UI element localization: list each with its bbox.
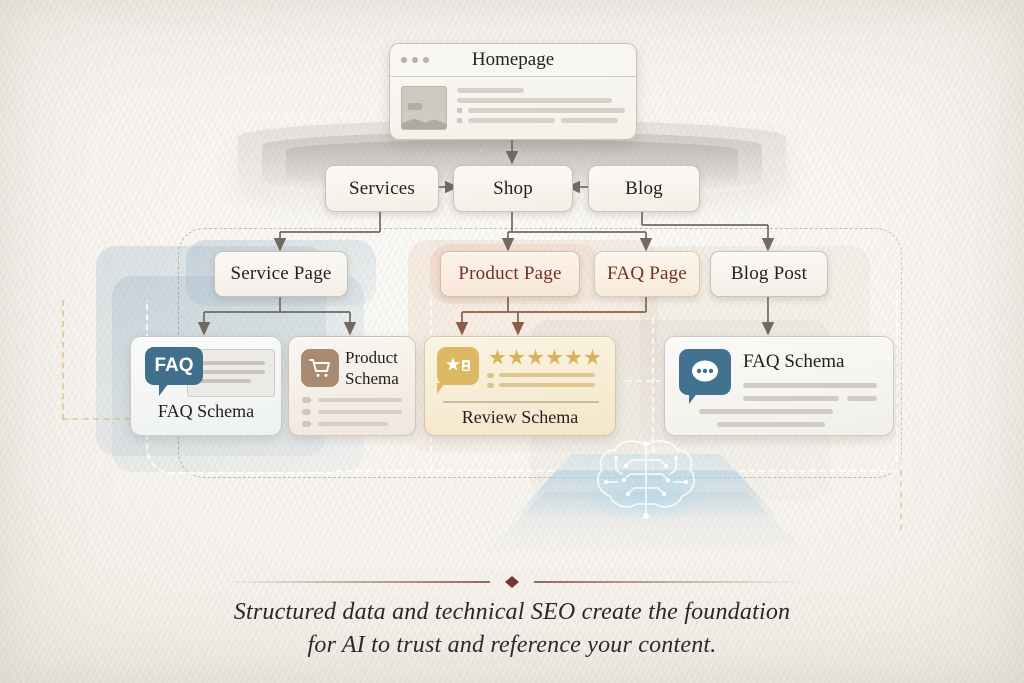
- node-product-page[interactable]: Product Page: [440, 251, 580, 297]
- card-product-schema-label: Product Schema: [345, 347, 399, 389]
- star-icon: [584, 349, 601, 365]
- star-rating: [489, 349, 601, 366]
- node-services[interactable]: Services: [325, 165, 439, 212]
- chat-bubble-tail-icon: [689, 392, 707, 404]
- card-product-schema[interactable]: Product Schema: [288, 336, 416, 436]
- platform-slab-middle: [515, 470, 777, 516]
- skeleton-bullet: [302, 421, 311, 427]
- review-bubble-tail-icon: [437, 383, 453, 394]
- skeleton-line: [193, 361, 265, 365]
- dashed-flow-bottom: [336, 470, 896, 474]
- star-icon: [565, 349, 582, 365]
- dashed-flow-mid-right: [652, 318, 656, 472]
- star-icon: [508, 349, 525, 365]
- skeleton-line: [193, 379, 251, 383]
- card-review-schema-label: Review Schema: [461, 407, 579, 427]
- card-faq-schema-left[interactable]: FAQ FAQ Schema: [130, 336, 282, 436]
- node-shop-label: Shop: [493, 177, 533, 199]
- platform-glow: [551, 454, 741, 534]
- faq-badge-text: FAQ: [154, 355, 194, 376]
- skeleton-line: [743, 396, 839, 401]
- node-product-page-label: Product Page: [458, 263, 562, 284]
- skeleton-line: [318, 422, 388, 426]
- node-blog-post-label: Blog Post: [730, 263, 808, 284]
- ai-brain-circuit-icon: [597, 440, 695, 519]
- skeleton-bullet: [487, 373, 494, 378]
- card-faq-schema-right[interactable]: FAQ Schema: [664, 336, 894, 436]
- dashed-flow-gold-right: [900, 470, 904, 530]
- skeleton-line: [499, 383, 595, 387]
- ai-platform: [478, 432, 814, 554]
- star-icon: [527, 349, 544, 365]
- node-service-page[interactable]: Service Page: [214, 251, 348, 297]
- node-services-label: Services: [349, 177, 415, 199]
- skeleton-line: [847, 396, 877, 401]
- homepage-node[interactable]: Homepage: [389, 43, 637, 140]
- caption-line-1: Structured data and technical SEO create…: [233, 599, 791, 625]
- card-faq-schema-right-label: FAQ Schema: [743, 351, 845, 372]
- dashed-flow-gold-left: [62, 300, 66, 420]
- card-divider: [443, 401, 599, 403]
- skeleton-bullet: [487, 383, 494, 388]
- review-star-bubble-icon: [437, 347, 479, 385]
- skeleton-line: [318, 398, 402, 402]
- node-blog-post[interactable]: Blog Post: [710, 251, 828, 297]
- node-blog-label: Blog: [625, 177, 663, 199]
- faq-speech-bubble-icon: FAQ: [145, 347, 203, 396]
- skeleton-bullet: [302, 397, 311, 403]
- caption: Structured data and technical SEO create…: [0, 596, 1024, 662]
- platform-slab-bottom: [488, 492, 804, 550]
- skeleton-line: [318, 410, 402, 414]
- node-faq-page-label: FAQ Page: [607, 263, 687, 284]
- shopping-cart-icon: [301, 349, 339, 387]
- node-blog[interactable]: Blog: [588, 165, 700, 212]
- browser-titlebar: Homepage: [390, 44, 636, 77]
- homepage-label: Homepage: [471, 49, 555, 70]
- diamond-divider-icon: [222, 576, 802, 588]
- browser-content: [390, 77, 636, 130]
- skeleton-line: [193, 370, 265, 374]
- skeleton-bullet: [302, 409, 311, 415]
- skeleton-line: [499, 373, 595, 377]
- star-icon: [546, 349, 563, 365]
- card-review-schema[interactable]: Review Schema: [424, 336, 616, 436]
- caption-line-2: for AI to trust and reference your conte…: [307, 632, 717, 658]
- chat-dots-bubble-icon: [679, 349, 731, 395]
- card-product-schema-label-line1: Product: [345, 348, 398, 367]
- node-faq-page[interactable]: FAQ Page: [594, 251, 700, 297]
- card-faq-schema-left-label: FAQ Schema: [157, 401, 255, 421]
- skeleton-line: [717, 422, 825, 427]
- text-skeleton: [457, 86, 625, 130]
- skeleton-line: [743, 383, 877, 388]
- node-service-page-label: Service Page: [230, 263, 332, 284]
- platform-slab-top: [543, 454, 749, 488]
- image-placeholder-icon: [401, 86, 447, 130]
- traffic-light-dots-icon: [401, 57, 429, 63]
- dashed-flow-right: [896, 290, 900, 472]
- card-product-schema-label-line2: Schema: [345, 369, 399, 388]
- star-icon: [489, 349, 506, 365]
- skeleton-line: [699, 409, 833, 414]
- node-shop[interactable]: Shop: [453, 165, 573, 212]
